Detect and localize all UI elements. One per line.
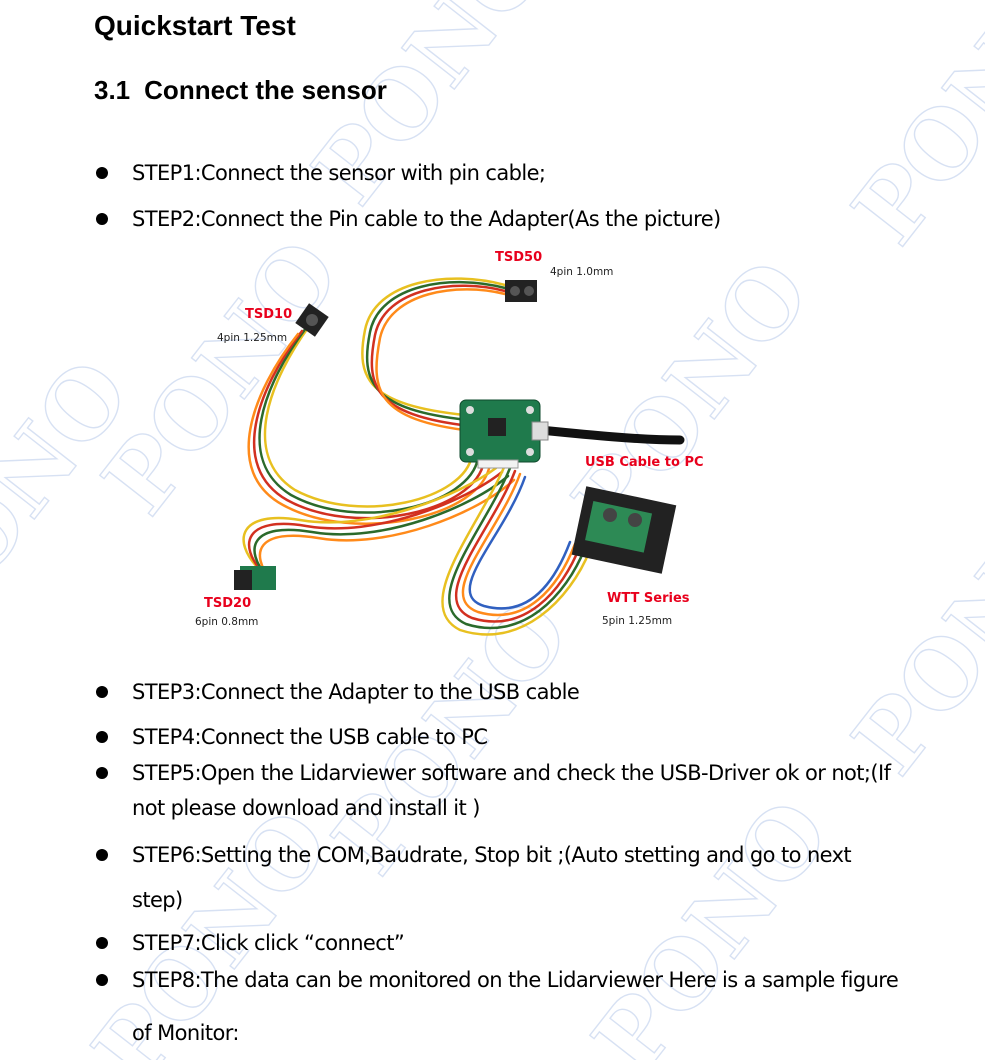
step-4: STEP4:Connect the USB cable to PC	[132, 725, 488, 749]
step-6: STEP6:Setting the COM,Baudrate, Stop bit…	[132, 843, 852, 867]
step-7: STEP7:Click click “connect”	[132, 931, 405, 955]
page-heading: Quickstart Test	[94, 10, 296, 41]
usb-label: USB Cable to PC	[585, 455, 704, 470]
step-8: STEP8:The data can be monitored on the L…	[132, 968, 899, 992]
wtt-label: WTT Series	[607, 591, 690, 606]
watermark-text: PONO	[292, 0, 570, 224]
section-title: Connect the sensor	[144, 75, 387, 105]
watermark-text: PONO	[832, 480, 985, 794]
tsd10-spec: 4pin 1.25mm	[217, 332, 287, 344]
watermark-text: PONO	[0, 340, 150, 654]
step-5: STEP5:Open the Lidarviewer software and …	[132, 761, 891, 785]
tsd10-label: TSD10	[245, 307, 292, 322]
wiring-figure: TSD50 4pin 1.0mm TSD10 4pin 1.25mm USB C…	[195, 250, 704, 636]
tsd50-spec: 4pin 1.0mm	[550, 266, 613, 278]
tsd20-label: TSD20	[204, 596, 251, 611]
watermark-text: PONO	[832, 0, 985, 264]
step-6-continued: step)	[132, 888, 183, 912]
wtt-spec: 5pin 1.25mm	[602, 615, 672, 627]
section-heading: 3.1 Connect the sensor	[94, 75, 387, 106]
bullet-icon	[96, 686, 108, 698]
bullet-icon	[96, 767, 108, 779]
tsd50-label: TSD50	[495, 250, 542, 265]
section-number: 3.1	[94, 75, 131, 105]
step-3: STEP3:Connect the Adapter to the USB cab…	[132, 680, 580, 704]
bullet-icon	[96, 731, 108, 743]
watermark-text: PONO	[572, 780, 850, 1060]
bullet-icon	[96, 937, 108, 949]
step-8-continued: of Monitor:	[132, 1021, 239, 1045]
step-5-continued: not please download and install it )	[132, 796, 480, 820]
bullet-icon	[96, 974, 108, 986]
tsd20-spec: 6pin 0.8mm	[195, 616, 258, 628]
bullet-icon	[96, 849, 108, 861]
bullet-icon	[96, 167, 108, 179]
step-2: STEP2:Connect the Pin cable to the Adapt…	[132, 207, 721, 231]
step-1: STEP1:Connect the sensor with pin cable;	[132, 161, 546, 185]
bullet-icon	[96, 213, 108, 225]
